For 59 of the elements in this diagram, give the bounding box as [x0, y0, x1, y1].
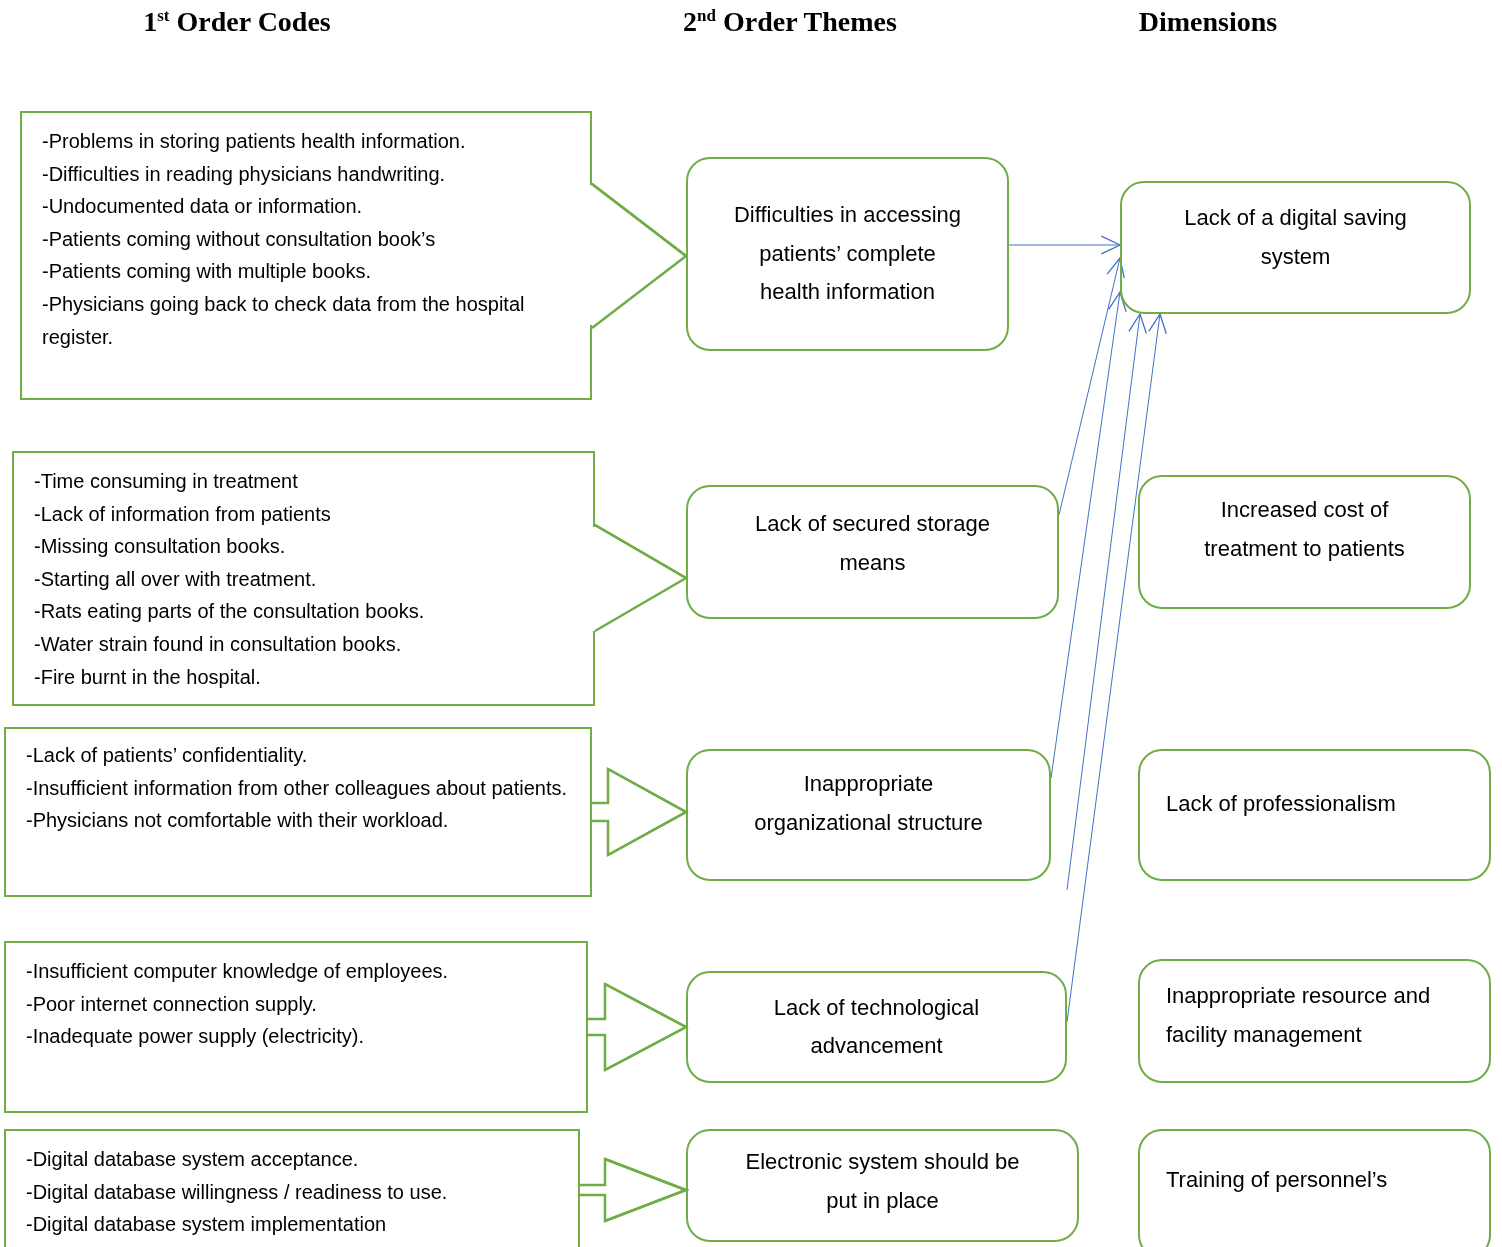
code-item: -Patients coming with multiple books. — [42, 259, 373, 285]
code-item: -Rats eating parts of the consultation books. — [34, 599, 426, 625]
code-list-box — [4, 1129, 580, 1247]
arrow — [1050, 291, 1127, 779]
code-item: -Starting all over with treatment. — [34, 566, 318, 592]
column-heading: Dimensions — [1138, 6, 1278, 38]
dimension-box — [1138, 1129, 1491, 1247]
box-label: Inappropriate resource and facility management — [1166, 982, 1432, 1049]
code-item: -Difficulties in reading physicians handwriting. — [42, 161, 447, 187]
dimension-box — [1138, 749, 1491, 881]
code-item: -Insufficient information from other colleagues about patients. — [26, 775, 569, 801]
code-item: -Undocumented data or information. — [42, 194, 364, 220]
theme-box — [686, 1129, 1079, 1242]
theme-box — [686, 971, 1067, 1083]
theme-box — [686, 157, 1009, 351]
theme-box — [686, 485, 1059, 619]
code-item: -Water strain found in consultation books. — [34, 631, 403, 657]
code-item: -Physicians going back to check data from the hospital register. — [42, 291, 526, 350]
code-item: -Physicians not comfortable with their workload. — [26, 808, 450, 834]
code-item: -Patients coming without consultation book’s — [42, 226, 437, 252]
block-arrow — [586, 981, 689, 1073]
box-label: Training of personnel’s — [1166, 1166, 1388, 1194]
code-item: -Time consuming in treatment — [34, 469, 299, 494]
code-item: -Inadequate power supply (electricity). — [26, 1024, 365, 1050]
code-item: -Lack of information from patients — [34, 501, 332, 527]
arrow — [1008, 235, 1121, 255]
box-label: Lack of secured storage means — [754, 510, 991, 577]
code-item: -Insufficient computer knowledge of employees. — [26, 959, 450, 984]
box-label: Electronic system should be put in place — [744, 1148, 1021, 1215]
box-label: Lack of professionalism — [1166, 790, 1396, 818]
column-heading: 1$^{st}$ Order Codes — [143, 6, 331, 39]
code-item: -Problems in storing patients health information. — [42, 129, 467, 154]
arrow — [1066, 313, 1148, 891]
theme-box — [686, 749, 1051, 881]
code-item: -Poor internet connection supply. — [26, 991, 318, 1017]
code-item: -Missing consultation books. — [34, 534, 287, 560]
arrow — [1066, 313, 1167, 1023]
box-label: Increased cost of treatment to patients — [1203, 496, 1406, 563]
box-label: Lack of technological advancement — [772, 993, 981, 1060]
chevron-arrow — [590, 182, 688, 330]
code-item: -Digital database willingness / readiness to use. — [26, 1179, 449, 1205]
arrow — [1058, 257, 1125, 516]
column-heading: 2$^{nd}$ Order Themes — [683, 6, 897, 39]
code-item: -Digital database system implementation — [26, 1212, 388, 1238]
code-list-box — [12, 451, 595, 706]
box-label: Inappropriate organizational structure — [753, 770, 984, 837]
dimension-box — [1138, 959, 1491, 1083]
code-list-box — [4, 727, 592, 897]
code-list-box — [20, 111, 592, 400]
code-list-box — [4, 941, 588, 1113]
box-label: Lack of a digital saving system — [1183, 204, 1408, 271]
code-item: -Lack of patients’ confidentiality. — [26, 743, 309, 768]
dimension-box — [1120, 181, 1471, 314]
code-item: -Fire burnt in the hospital. — [34, 664, 262, 690]
dimension-box — [1138, 475, 1471, 609]
block-arrow — [590, 766, 689, 858]
box-label: Difficulties in accessing patients’ complete health information — [733, 201, 962, 307]
chevron-arrow — [593, 523, 688, 633]
code-item: -Digital database system acceptance. — [26, 1147, 360, 1172]
